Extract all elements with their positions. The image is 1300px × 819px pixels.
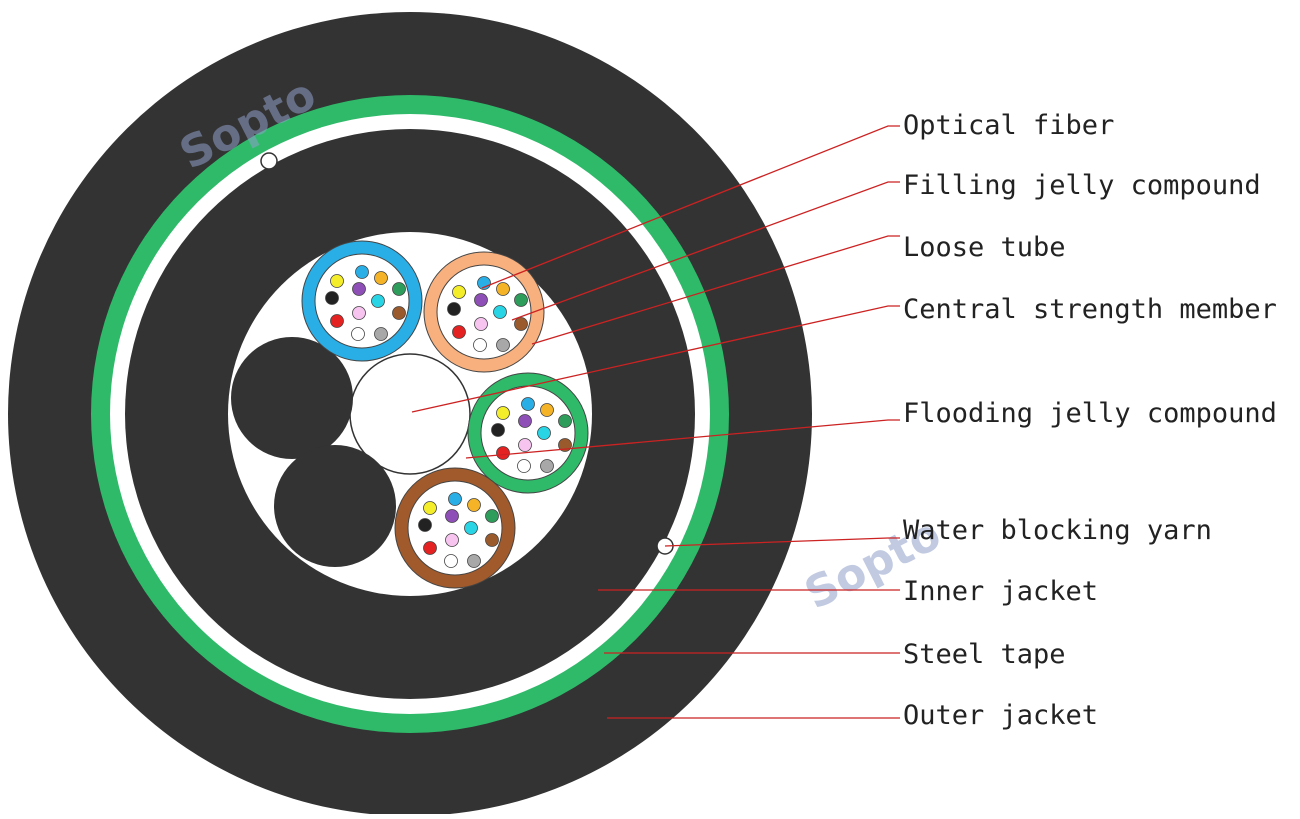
leader-line-loose-tube (531, 235, 900, 345)
loose-tube (423, 251, 545, 373)
label-inner-jacket: Inner jacket (903, 576, 1098, 607)
label-outer-jacket: Outer jacket (903, 700, 1098, 731)
optical-fiber (514, 317, 528, 331)
optical-fiber (496, 406, 510, 420)
optical-fiber (330, 274, 344, 288)
water-blocking-yarn-marker (260, 152, 278, 170)
optical-fiber (445, 509, 459, 523)
optical-fiber (474, 317, 488, 331)
optical-fiber (485, 533, 499, 547)
label-central-strength-member: Central strength member (903, 294, 1277, 325)
label-flooding-jelly-compound: Flooding jelly compound (903, 398, 1277, 429)
optical-fiber (351, 327, 365, 341)
optical-fiber (496, 282, 510, 296)
optical-fiber (558, 414, 572, 428)
leader-line-water-blocking-yarn (664, 537, 900, 547)
optical-fiber (464, 521, 478, 535)
optical-fiber (485, 509, 499, 523)
optical-fiber (474, 293, 488, 307)
leader-line-filling-jelly (511, 181, 900, 321)
optical-fiber (496, 338, 510, 352)
optical-fiber (447, 302, 461, 316)
optical-fiber (374, 271, 388, 285)
label-filling-jelly-compound: Filling jelly compound (903, 170, 1261, 201)
optical-fiber (374, 327, 388, 341)
optical-fiber (352, 306, 366, 320)
cable-body (8, 12, 812, 816)
optical-fiber (392, 306, 406, 320)
leader-line-flooding-jelly (465, 419, 900, 459)
leader-line-optical-fiber (481, 125, 900, 289)
leader-line-central-strength-member (411, 305, 900, 413)
loose-tubes (301, 240, 589, 589)
optical-fiber (423, 541, 437, 555)
optical-fiber (392, 282, 406, 296)
optical-fiber (496, 446, 510, 460)
optical-fiber (540, 459, 554, 473)
filler-rod (274, 445, 396, 567)
optical-fiber (352, 282, 366, 296)
optical-fiber (473, 338, 487, 352)
optical-fiber (517, 459, 531, 473)
optical-fiber (355, 265, 369, 279)
loose-tube (301, 240, 423, 362)
labels: Optical fiber Filling jelly compound Loo… (903, 110, 1277, 731)
leader-lines (411, 125, 900, 719)
optical-fiber (371, 294, 385, 308)
filler-rod (231, 337, 353, 459)
optical-fiber (518, 414, 532, 428)
label-steel-tape: Steel tape (903, 639, 1066, 670)
optical-fiber (540, 403, 554, 417)
optical-fiber (448, 492, 462, 506)
optical-fiber (467, 554, 481, 568)
optical-fiber (467, 498, 481, 512)
optical-fiber (493, 305, 507, 319)
optical-fiber (452, 285, 466, 299)
optical-fiber (330, 314, 344, 328)
optical-fiber (518, 438, 532, 452)
optical-fiber (418, 518, 432, 532)
optical-fiber (444, 554, 458, 568)
optical-fiber (521, 397, 535, 411)
label-water-blocking-yarn: Water blocking yarn (903, 515, 1212, 546)
optical-fiber (325, 291, 339, 305)
label-loose-tube: Loose tube (903, 232, 1066, 263)
optical-fiber (452, 325, 466, 339)
optical-fiber (514, 293, 528, 307)
loose-tube (467, 372, 589, 494)
optical-fiber (445, 533, 459, 547)
loose-tube (394, 467, 516, 589)
optical-fiber (423, 501, 437, 515)
label-optical-fiber: Optical fiber (903, 110, 1114, 141)
optical-fiber (491, 423, 505, 437)
optical-fiber (537, 426, 551, 440)
